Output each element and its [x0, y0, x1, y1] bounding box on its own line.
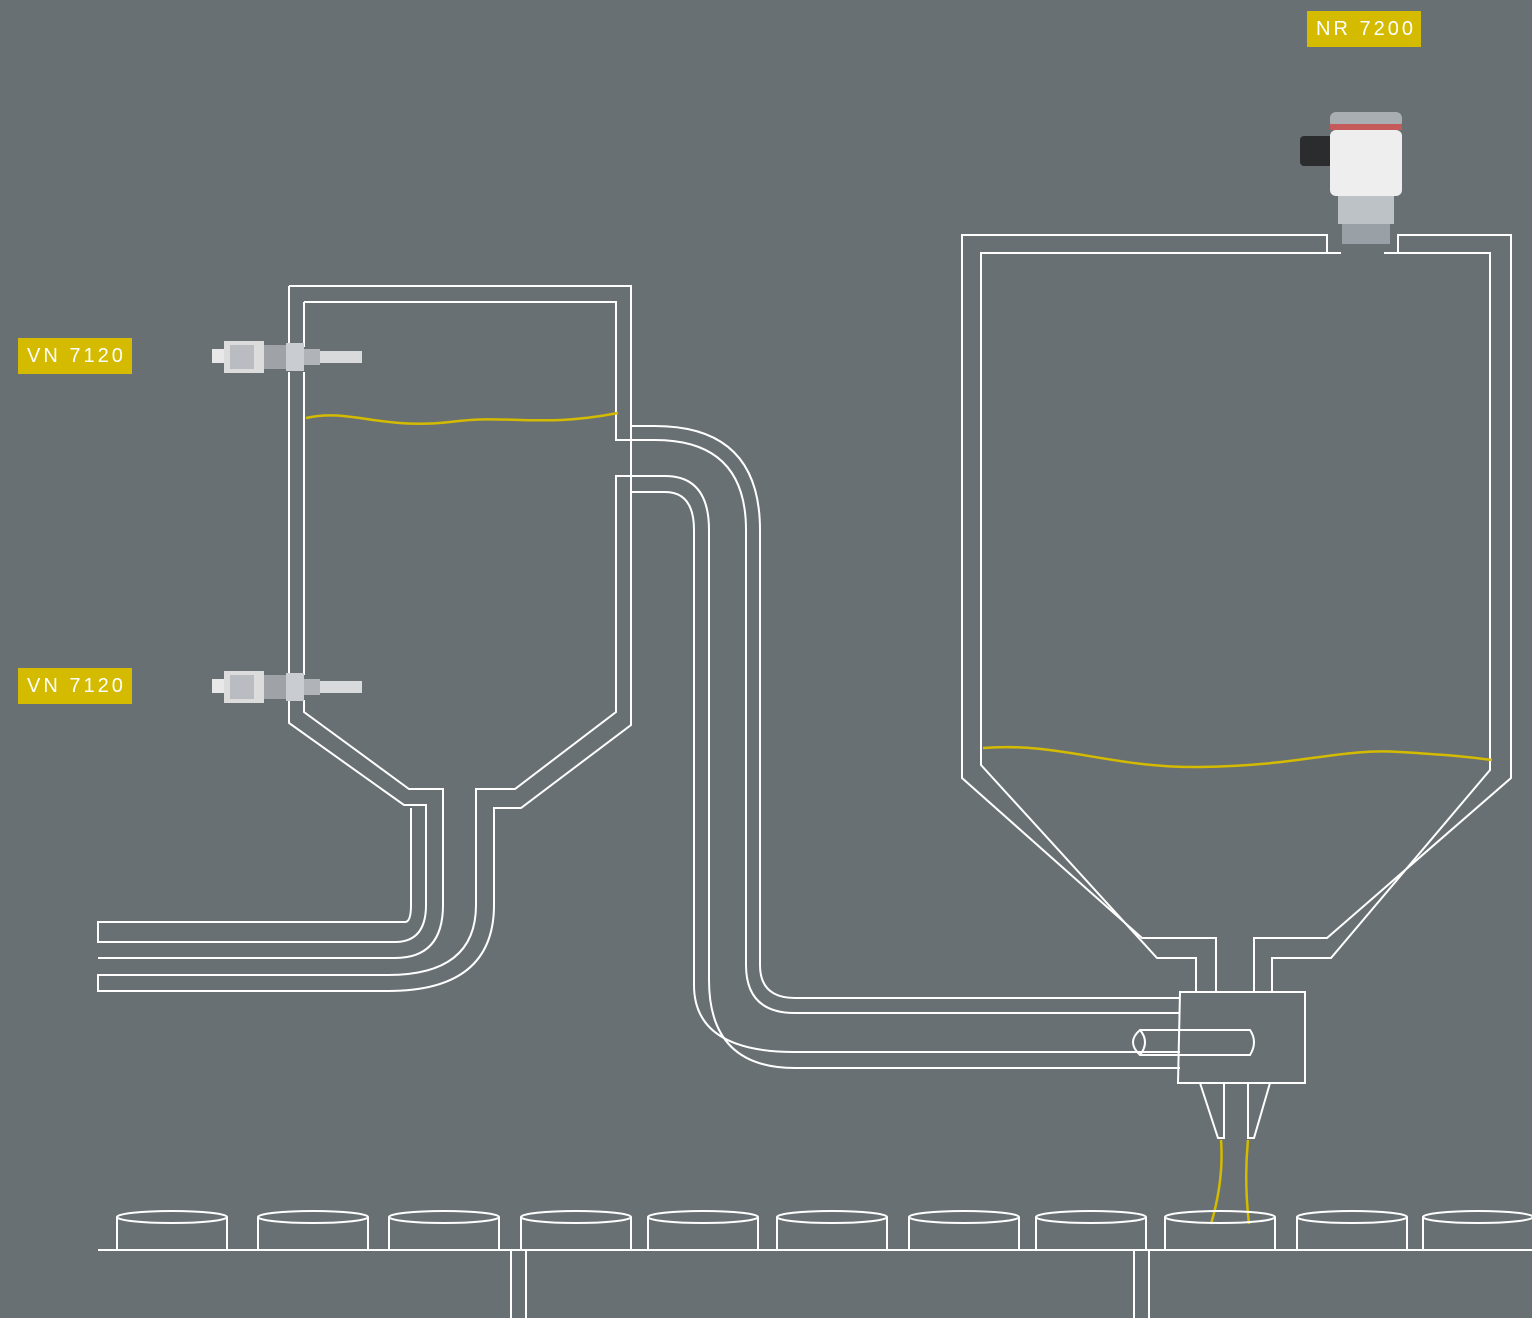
container: [258, 1211, 368, 1250]
container-row: [117, 1211, 1532, 1250]
radar-level-sensor-icon: [1300, 112, 1402, 244]
left-silo-fill-level: [306, 413, 618, 424]
sensor-label-vn-7120-top: VN 7120: [18, 338, 132, 374]
sensor-label-vn-7120-bottom: VN 7120: [18, 668, 132, 704]
vibration-level-switch-icon: [212, 341, 362, 373]
container: [521, 1211, 631, 1250]
container: [1423, 1211, 1532, 1250]
container: [648, 1211, 758, 1250]
conveyor: [98, 1250, 1532, 1318]
sensor-label-nr-7200: NR 7200: [1307, 11, 1421, 47]
container: [1036, 1211, 1146, 1250]
right-silo: [962, 235, 1511, 993]
container: [389, 1211, 499, 1250]
container: [909, 1211, 1019, 1250]
vibration-level-switch-icon: [212, 671, 362, 703]
container: [777, 1211, 887, 1250]
right-silo-fill-level: [983, 747, 1492, 767]
container: [1297, 1211, 1407, 1250]
container: [117, 1211, 227, 1250]
container: [1165, 1211, 1275, 1250]
